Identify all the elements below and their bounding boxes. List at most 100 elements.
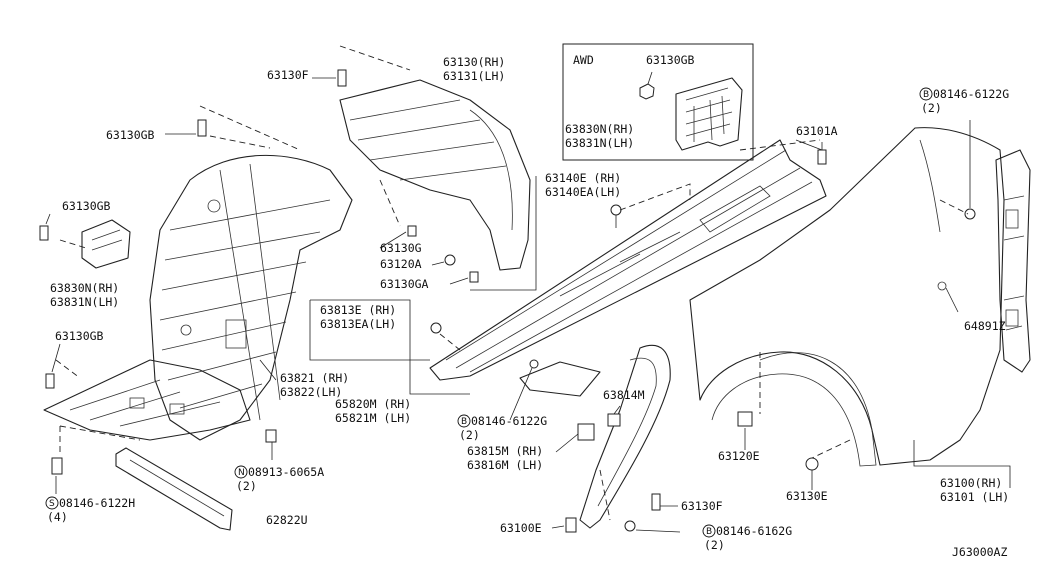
part-number-text: 63131(LH) (443, 69, 505, 83)
part-number-text: 65821M (LH) (335, 411, 411, 425)
part-label-p63130F-bottom: 63130F (681, 499, 723, 513)
part-number-text: 63831N(LH) (50, 295, 119, 309)
part-number-text: 63813EA(LH) (320, 317, 396, 331)
clip-63130f-bottom-icon (651, 493, 678, 511)
part-number-text: 08913-6065A (248, 465, 324, 479)
part-number-text: 63140E (RH) (545, 171, 621, 185)
clip-63130g-icon (379, 225, 417, 249)
part-labels: 63130F63130(RH)63131(LH)63130GB63830N(RH… (45, 53, 1009, 552)
part-number-text: 63130(RH) (443, 55, 505, 69)
part-number-text: 63814M (603, 388, 645, 402)
awd-inset-frame (562, 43, 754, 161)
clip-63130ga-icon (449, 271, 479, 285)
part-label-p63130GB-inset: 63130GB (646, 53, 695, 67)
bracket-63830n-left (81, 219, 131, 269)
part-number-text: (2) (704, 538, 725, 552)
part-number-text: 63816M (LH) (467, 458, 543, 472)
symbol-letter: N (238, 468, 245, 478)
part-label-p63130G: 63130G (380, 241, 422, 255)
clip-63120e-icon (737, 411, 753, 450)
symbol-letter: B (923, 90, 929, 100)
clip-63100e-icon (551, 517, 577, 533)
bracket-62822u (115, 447, 233, 531)
part-label-p63120A: 63120A (380, 257, 422, 271)
part-number-text: 63120A (380, 257, 422, 271)
symbol-letter: B (706, 527, 712, 537)
awd-inset: AWD (562, 43, 754, 161)
part-number-text: 63100(RH) (940, 476, 1002, 490)
diagram-code: J63000AZ (952, 545, 1007, 559)
part-label-p63130GA: 63130GA (380, 277, 429, 291)
clip-63813e-icon (430, 322, 442, 334)
symbol-circle-icon (45, 496, 59, 510)
awd-inset-title: AWD (573, 53, 594, 67)
fender-bracket-63101a (995, 149, 1031, 373)
part-number-text: 63130F (681, 499, 723, 513)
part-number-text: 65820M (RH) (335, 397, 411, 411)
clip-63130f-top-icon (312, 69, 347, 87)
part-number-text: 08146-6122G (933, 87, 1009, 101)
part-label-p63130GB-lower: 63130GB (55, 329, 104, 343)
part-label-p63130F-top: 63130F (267, 68, 309, 82)
symbol-circle-icon (457, 414, 471, 428)
bolt-08146-6162g-icon (624, 520, 681, 533)
inner-fender-liner-63821 (149, 154, 353, 441)
part-number-text: 63120E (718, 449, 760, 463)
part-label-p63130GB-left: 63130GB (62, 199, 111, 213)
part-number-text: 63101A (796, 124, 838, 138)
part-label-p65820M: 65820M (RH)65821M (LH) (335, 397, 411, 425)
part-number-text: 63830N(RH) (50, 281, 119, 295)
part-number-text: 63100E (500, 521, 542, 535)
part-number-text: 63130GB (646, 53, 695, 67)
fasteners (39, 69, 976, 533)
rear-wheel-liner-63130 (339, 79, 531, 271)
part-label-p63830N-inset: 63830N(RH)63831N(LH) (565, 122, 634, 150)
clip-63130gb-left-icon (39, 213, 51, 241)
assembly-lines (55, 45, 969, 521)
part-label-p63821: 63821 (RH)63822(LH) (280, 371, 349, 399)
part-number-text: 63130GB (106, 128, 155, 142)
part-label-p63130GB-upper: 63130GB (106, 128, 155, 142)
part-number-text: 63130GB (62, 199, 111, 213)
clip-63120a-icon (431, 254, 456, 266)
part-label-p63830N-left: 63830N(RH)63831N(LH) (50, 281, 119, 309)
inset-bracket-shape (675, 77, 743, 151)
clip-63130gb-upper-icon (165, 119, 207, 137)
part-number-text: 64891Z (964, 319, 1006, 333)
part-number-text: 63831N(LH) (565, 136, 634, 150)
part-number-text: 63813E (RH) (320, 303, 396, 317)
part-number-text: (2) (459, 428, 480, 442)
part-number-text: 63101 (LH) (940, 490, 1009, 504)
symbol-circle-icon (234, 465, 248, 479)
part-label-p63814M: 63814M (603, 388, 645, 402)
part-label-p62822U: 62822U (266, 513, 308, 527)
mudguard-panel (519, 344, 671, 529)
part-label-p63815M: 63815M (RH)63816M (LH) (467, 444, 543, 472)
clip-63140e-icon (610, 204, 622, 228)
part-number-text: (2) (236, 479, 257, 493)
part-label-p63101A: 63101A (796, 124, 838, 138)
part-number-text: 62822U (266, 513, 308, 527)
symbol-circle-icon (702, 524, 716, 538)
part-number-text: 63130G (380, 241, 422, 255)
inset-clip-icon (639, 71, 655, 100)
part-label-p63130E: 63130E (786, 489, 828, 503)
bolt-08146-6122g-top-icon (964, 120, 976, 220)
part-number-text: 63830N(RH) (565, 122, 634, 136)
part-number-text: 63822(LH) (280, 385, 342, 399)
clip-63815m-icon (555, 423, 595, 453)
under-cover-panel (43, 359, 251, 441)
symbol-letter: S (49, 499, 55, 509)
part-number-text: 63130GB (55, 329, 104, 343)
nut-08913-6065a-icon (265, 429, 277, 460)
part-label-p63140E: 63140E (RH)63140EA(LH) (545, 171, 621, 199)
part-number-text: 08146-6162G (716, 524, 792, 538)
part-number-text: 63140EA(LH) (545, 185, 621, 199)
part-label-p63100E: 63100E (500, 521, 542, 535)
bolt-08146-6122h-icon (51, 457, 63, 494)
